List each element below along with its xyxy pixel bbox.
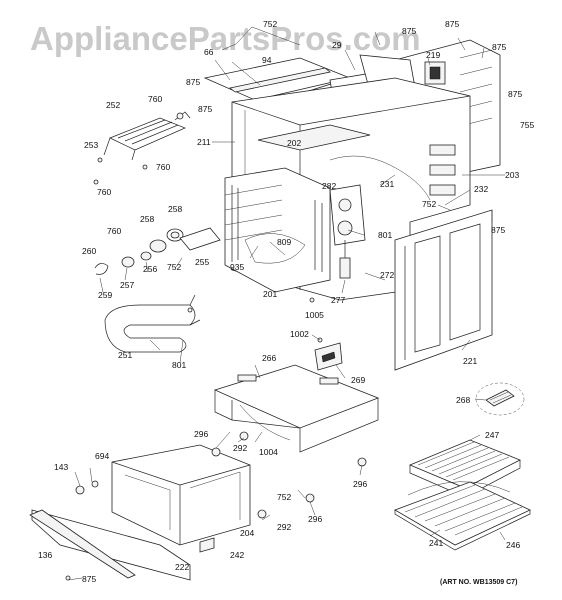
label-255: 255 xyxy=(195,257,209,267)
label-258: 258 xyxy=(168,204,182,214)
label-252: 252 xyxy=(106,100,120,110)
label-242: 242 xyxy=(230,550,244,560)
label-1004: 1004 xyxy=(259,447,278,457)
label-760: 760 xyxy=(148,94,162,104)
label-247: 247 xyxy=(485,430,499,440)
bake-element xyxy=(104,294,201,353)
label-875: 875 xyxy=(492,42,506,52)
label-875: 875 xyxy=(491,225,505,235)
drawer-support-frame xyxy=(213,364,380,453)
oven-cavity-liner xyxy=(224,167,331,293)
label-755: 755 xyxy=(520,120,534,130)
storage-drawer xyxy=(111,444,251,546)
label-760: 760 xyxy=(156,162,170,172)
label-94: 94 xyxy=(262,55,272,65)
small-fasteners xyxy=(75,297,367,553)
label-272: 272 xyxy=(380,270,394,280)
label-875: 875 xyxy=(445,19,459,29)
temperature-sensor xyxy=(329,184,366,279)
label-259: 259 xyxy=(98,290,112,300)
label-1002: 1002 xyxy=(290,329,309,339)
part-268 xyxy=(475,382,525,416)
part-269 xyxy=(314,342,343,371)
label-935: 935 xyxy=(230,262,244,272)
label-760: 760 xyxy=(97,187,111,197)
label-809: 809 xyxy=(277,237,291,247)
label-752: 752 xyxy=(422,199,436,209)
broiler-pan xyxy=(408,439,521,498)
label-143: 143 xyxy=(54,462,68,472)
part-labels: 752 875 875 66 29 94 219 875 875 252 760… xyxy=(38,19,534,584)
label-211: 211 xyxy=(197,137,211,147)
label-277: 277 xyxy=(331,295,345,305)
label-258: 258 xyxy=(140,214,154,224)
label-260: 260 xyxy=(82,246,96,256)
screw-icon xyxy=(65,575,71,581)
label-292: 292 xyxy=(233,443,247,453)
label-269: 269 xyxy=(351,375,365,385)
label-296: 296 xyxy=(308,514,322,524)
label-875: 875 xyxy=(186,77,200,87)
label-231: 231 xyxy=(380,179,394,189)
label-29: 29 xyxy=(332,40,342,50)
label-875: 875 xyxy=(82,574,96,584)
label-204: 204 xyxy=(240,528,254,538)
label-752: 752 xyxy=(263,19,277,29)
watermark: AppliancePartsPros.com xyxy=(30,20,421,57)
label-292: 292 xyxy=(277,522,291,532)
drawer-front-panel xyxy=(29,509,191,581)
label-219: 219 xyxy=(426,50,440,60)
broil-element xyxy=(93,111,191,185)
label-1005: 1005 xyxy=(305,310,324,320)
label-66: 66 xyxy=(204,47,214,57)
label-801: 801 xyxy=(172,360,186,370)
leader-lines xyxy=(67,26,506,581)
label-875: 875 xyxy=(402,26,416,36)
side-panel xyxy=(394,209,493,371)
label-266: 266 xyxy=(262,353,276,363)
label-256: 256 xyxy=(143,264,157,274)
label-136: 136 xyxy=(38,550,52,560)
label-221: 221 xyxy=(463,356,477,366)
art-number: (ART NO. WB13509 C7) xyxy=(440,579,517,586)
label-232: 232 xyxy=(474,184,488,194)
label-222: 222 xyxy=(175,562,189,572)
label-257: 257 xyxy=(120,280,134,290)
label-296: 296 xyxy=(353,479,367,489)
label-875: 875 xyxy=(508,89,522,99)
label-241: 241 xyxy=(429,538,443,548)
label-296: 296 xyxy=(194,429,208,439)
label-201: 201 xyxy=(263,289,277,299)
label-760: 760 xyxy=(107,226,121,236)
label-752: 752 xyxy=(167,262,181,272)
label-268: 268 xyxy=(456,395,470,405)
label-251: 251 xyxy=(118,350,132,360)
light-socket-assembly xyxy=(94,227,221,275)
label-282: 282 xyxy=(322,181,336,191)
label-801: 801 xyxy=(378,230,392,240)
label-752: 752 xyxy=(277,492,291,502)
label-246: 246 xyxy=(506,540,520,550)
label-253: 253 xyxy=(84,140,98,150)
label-694: 694 xyxy=(95,451,109,461)
label-202: 202 xyxy=(287,138,301,148)
oven-rack xyxy=(394,481,531,551)
label-875: 875 xyxy=(198,104,212,114)
label-203: 203 xyxy=(505,170,519,180)
